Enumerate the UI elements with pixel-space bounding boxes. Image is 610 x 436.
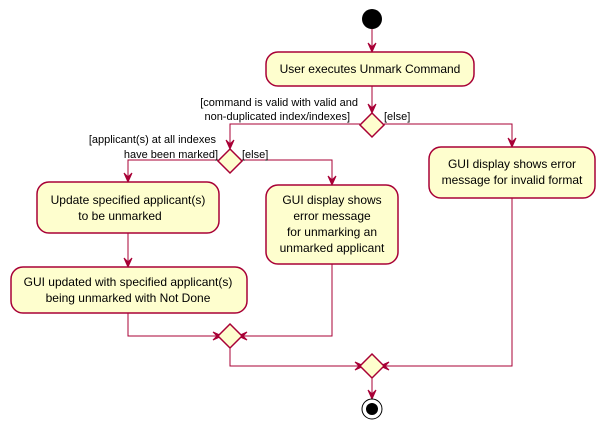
activity-text: message for invalid format [442,173,583,187]
activity-error-unmarking: GUI display shows error message for unma… [265,184,399,265]
activity-text: GUI display shows error [448,157,576,171]
activity-error-invalid-format: GUI display shows error message for inva… [428,146,596,199]
activity-text: GUI updated with specified applicant(s) [24,275,233,289]
activity-text: to be unmarked [78,209,161,223]
activity-gui-updated: GUI updated with specified applicant(s) … [10,266,248,314]
end-node [361,398,383,420]
activity-text: being unmarked with Not Done [46,291,211,305]
activity-text: unmarked applicant [280,241,385,255]
merge-node-inner [216,322,244,350]
activity-text: GUI display shows [282,193,381,207]
guard-else-inner: [else] [242,149,268,161]
guard-valid-line2: non-duplicated index/indexes] [204,111,350,123]
activity-text: error message [293,209,371,223]
merge-node-outer [358,352,386,380]
start-node [362,9,382,29]
activity-text: User executes Unmark Command [280,62,461,76]
guard-valid-line1: [command is valid with valid and [200,97,358,109]
activity-user-executes: User executes Unmark Command [265,51,475,87]
flow-lines [123,29,517,401]
decision-applicants-marked [216,147,244,175]
guard-else-outer: [else] [384,111,410,123]
activity-text: for unmarking an [287,225,377,239]
decision-command-valid [358,111,386,139]
activity-update-applicants: Update specified applicant(s) to be unma… [36,181,220,234]
guard-marked-line2: have been marked] [124,149,218,161]
activity-text: Update specified applicant(s) [51,193,206,207]
guard-marked-line1: [applicant(s) at all indexes [89,134,217,146]
